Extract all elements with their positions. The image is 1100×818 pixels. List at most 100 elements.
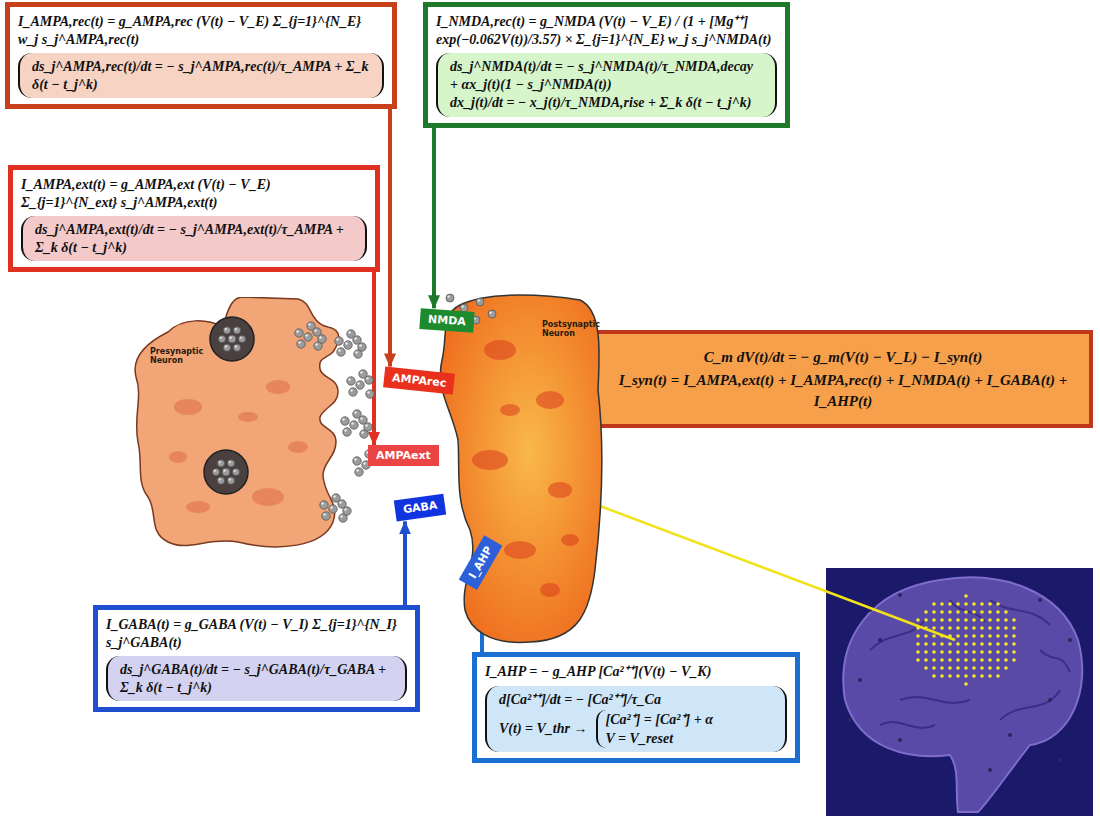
vesicle-highlight bbox=[235, 328, 237, 330]
neuron-dot bbox=[996, 626, 1000, 630]
neuron-dot bbox=[988, 658, 992, 662]
neuron-dot bbox=[972, 618, 976, 622]
neuron-dot bbox=[956, 642, 960, 646]
vesicle-highlight bbox=[354, 337, 357, 340]
neuron-dot bbox=[940, 650, 944, 654]
vesicle-highlight bbox=[333, 495, 336, 498]
equation-band: d[Ca²⁺⁺]/dt = − [Ca²⁺⁺]/τ_CaV(t) = V_thr… bbox=[485, 686, 787, 753]
vesicle bbox=[332, 494, 340, 502]
presynaptic-body bbox=[135, 297, 339, 547]
vesicle-highlight bbox=[229, 478, 231, 480]
vesicle-highlight bbox=[354, 458, 357, 461]
neuron-dot bbox=[858, 678, 862, 682]
vesicle bbox=[238, 335, 245, 342]
vesicle-highlight bbox=[336, 338, 339, 341]
membrane-equation-box: C_m dV(t)/dt = − g_m(V(t) − V_L) − I_syn… bbox=[593, 330, 1093, 428]
neuron-dot bbox=[956, 674, 960, 678]
neuron-dot bbox=[932, 642, 936, 646]
neuron-dot bbox=[932, 666, 936, 670]
vesicle-highlight bbox=[323, 513, 326, 516]
neuron-dot bbox=[1004, 666, 1008, 670]
neuron-dot bbox=[1008, 733, 1012, 737]
vesicle-highlight bbox=[361, 431, 364, 434]
neuron-dot bbox=[932, 618, 936, 622]
neuron-dot bbox=[940, 618, 944, 622]
neuron-dot bbox=[964, 594, 968, 598]
cell-texture bbox=[238, 412, 258, 422]
neuron-dot bbox=[940, 658, 944, 662]
neuron-dot bbox=[940, 602, 944, 606]
vesicle bbox=[227, 477, 234, 484]
vesicle bbox=[232, 468, 239, 475]
vesicle bbox=[223, 327, 230, 334]
neuron-dot bbox=[948, 618, 952, 622]
vesicle-highlight bbox=[344, 429, 347, 432]
vesicle-highlight bbox=[223, 469, 225, 471]
vesicle-highlight bbox=[321, 502, 324, 505]
neuron-dot bbox=[1038, 598, 1042, 602]
arrow-connector bbox=[372, 272, 376, 445]
equation-text: V = V_reset bbox=[606, 730, 713, 748]
neuron-dot bbox=[988, 642, 992, 646]
neuron-dot bbox=[972, 642, 976, 646]
equation-text: V(t) = V_thr → bbox=[499, 720, 588, 738]
neuron-dot bbox=[878, 638, 882, 642]
neuron-dot bbox=[988, 634, 992, 638]
cell-texture bbox=[252, 488, 284, 506]
neuron-dot bbox=[1004, 610, 1008, 614]
neuron-dot bbox=[948, 626, 952, 630]
brace-group: [Ca²⁺] = [Ca²⁺] + αV = V_reset bbox=[596, 710, 713, 748]
neuron-dot bbox=[924, 618, 928, 622]
vesicle-highlight bbox=[447, 295, 449, 297]
vesicle-highlight bbox=[338, 349, 341, 352]
vesicle bbox=[295, 329, 303, 337]
vesicle bbox=[304, 333, 312, 341]
vesicle bbox=[343, 507, 351, 515]
neuron-dot bbox=[848, 718, 852, 722]
vesicle-highlight bbox=[366, 377, 369, 380]
neuron-dot bbox=[1004, 634, 1008, 638]
vesicle bbox=[349, 388, 357, 396]
vesicle bbox=[222, 468, 230, 476]
neuron-dot bbox=[988, 650, 992, 654]
vesicle bbox=[227, 460, 234, 467]
neuron-dot bbox=[980, 602, 984, 606]
neuron-dot bbox=[972, 610, 976, 614]
neuron-drawing bbox=[430, 290, 605, 650]
cell-texture bbox=[484, 340, 516, 360]
neuron-dot bbox=[980, 610, 984, 614]
vesicle-highlight bbox=[340, 515, 343, 518]
neuron-dot bbox=[932, 674, 936, 678]
equation-box: I_AMPA,rec(t) = g_AMPA,rec (V(t) − V_E) … bbox=[5, 2, 397, 109]
cell-texture bbox=[266, 380, 290, 394]
neuron-dot bbox=[996, 666, 1000, 670]
equation-text: d[Ca²⁺⁺]/dt = − [Ca²⁺⁺]/τ_Ca bbox=[499, 691, 773, 709]
vesicle-pool bbox=[210, 317, 254, 361]
equation-box: I_AHP = − g_AHP [Ca²⁺⁺](V(t) − V_K)d[Ca²… bbox=[472, 652, 800, 763]
equation-band: ds_j^NMDA(t)/dt = − s_j^NMDA(t)/τ_NMDA,d… bbox=[436, 53, 777, 117]
vesicle bbox=[217, 460, 224, 467]
equation-text: ds_j^NMDA(t)/dt = − s_j^NMDA(t)/τ_NMDA,d… bbox=[450, 58, 763, 93]
neuron-dot bbox=[940, 666, 944, 670]
neuron-dot bbox=[996, 658, 1000, 662]
arrow-connector bbox=[403, 521, 407, 605]
neuron-dot bbox=[1058, 758, 1062, 762]
postsynaptic-neuron: Postsynaptic Neuron bbox=[430, 290, 605, 650]
vesicle-highlight bbox=[308, 323, 311, 326]
vesicle-highlight bbox=[219, 478, 221, 480]
vesicle-highlight bbox=[357, 382, 360, 385]
neuron-dot bbox=[1012, 642, 1016, 646]
equation-box: I_AMPA,ext(t) = g_AMPA,ext (V(t) − V_E) … bbox=[8, 165, 380, 272]
neuron-dot bbox=[972, 650, 976, 654]
vesicle-highlight bbox=[345, 342, 348, 345]
vesicle bbox=[364, 423, 372, 431]
vesicle bbox=[297, 340, 305, 348]
vesicle-highlight bbox=[354, 411, 357, 414]
vesicle bbox=[335, 337, 343, 345]
vesicle-highlight bbox=[363, 462, 366, 465]
vesicle-highlight bbox=[351, 422, 354, 425]
vesicle bbox=[358, 343, 366, 351]
equation-band: ds_j^AMPA,rec(t)/dt = − s_j^AMPA,rec(t)/… bbox=[18, 53, 384, 98]
vesicle bbox=[353, 410, 361, 418]
neuron-dot bbox=[972, 658, 976, 662]
